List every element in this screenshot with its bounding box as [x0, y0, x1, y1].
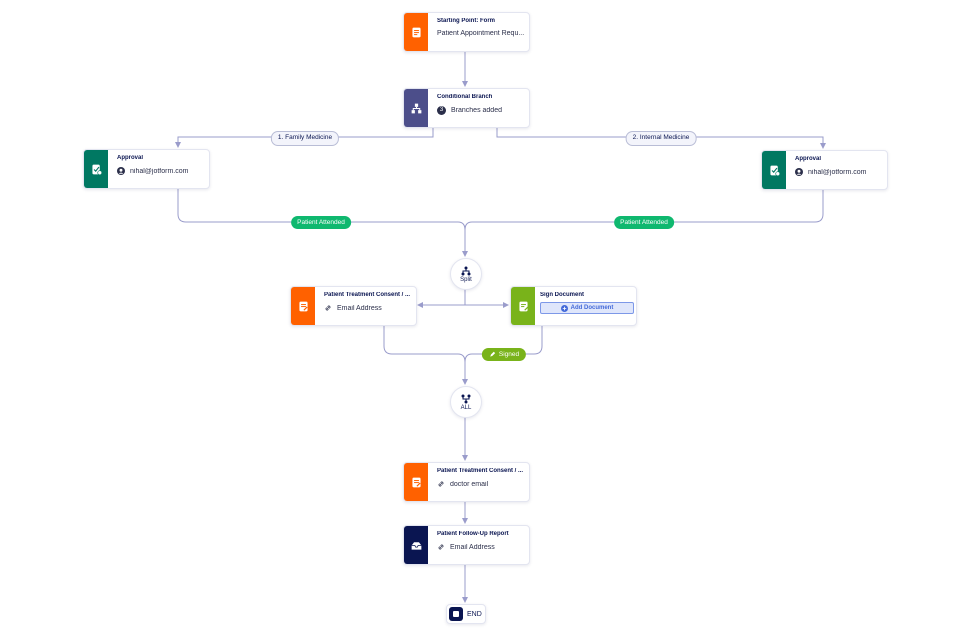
branch-label-internal-medicine[interactable]: 2. Internal Medicine — [625, 131, 697, 146]
user-icon — [795, 168, 803, 176]
stop-icon — [449, 607, 463, 621]
start-node-subtitle: Patient Appointment Requ... — [437, 30, 525, 37]
user-icon — [117, 167, 125, 175]
all-merge-node[interactable]: ALL — [450, 386, 482, 418]
plus-circle-icon — [560, 304, 568, 312]
edge-approval-right-merge — [464, 189, 824, 231]
link-icon — [325, 305, 331, 311]
condition-label-attended-left[interactable]: Patient Attended — [291, 216, 351, 229]
signed-label: Signed — [498, 351, 520, 358]
edge-split-consent — [417, 289, 466, 308]
consent-2-title: Patient Treatment Consent / ... — [437, 468, 524, 474]
report-icon — [404, 526, 428, 564]
edge-sign-all — [464, 326, 543, 363]
branch-node-title: Conditional Branch — [437, 94, 493, 100]
branch-label-family-medicine[interactable]: 1. Family Medicine — [270, 131, 340, 146]
condition-label-signed[interactable]: Signed — [481, 348, 527, 361]
approval-right-title: Approval — [795, 156, 822, 162]
approval-node-right[interactable]: Approval nihal@jotform.com — [761, 150, 888, 190]
branch-count-badge: 3 — [437, 106, 446, 115]
report-title: Patient Follow-Up Report — [437, 531, 509, 537]
branch-node-subtitle: Branches added — [451, 107, 502, 114]
approval-left-title: Approval — [117, 155, 144, 161]
add-document-button[interactable]: Add Document — [540, 302, 634, 314]
link-icon — [438, 481, 444, 487]
split-label: Split — [460, 276, 472, 283]
approval-icon — [762, 151, 786, 189]
patient-consent-node-2[interactable]: Patient Treatment Consent / ... doctor e… — [403, 462, 530, 502]
hierarchy-icon — [404, 89, 428, 127]
split-icon — [461, 266, 471, 275]
end-label: END — [467, 610, 482, 618]
all-label: ALL — [460, 404, 472, 411]
link-icon — [438, 544, 444, 550]
sign-document-title: Sign Document — [540, 292, 585, 298]
condition-label-attended-right[interactable]: Patient Attended — [614, 216, 674, 229]
approval-left-email: nihal@jotform.com — [130, 167, 189, 175]
report-subtitle: Email Address — [450, 543, 495, 551]
merge-icon — [461, 394, 471, 403]
start-node-title: Starting Point: Form — [437, 18, 495, 24]
form-icon — [404, 463, 428, 501]
consent-1-title: Patient Treatment Consent / ... — [324, 292, 411, 298]
approval-icon — [84, 150, 108, 188]
approval-right-email: nihal@jotform.com — [808, 168, 867, 176]
add-document-label: Add Document — [570, 305, 614, 311]
sign-document-node[interactable]: Sign Document Add Document — [510, 286, 637, 326]
edge-consent-all — [383, 326, 468, 385]
form-icon — [291, 287, 315, 325]
start-form-node[interactable]: Starting Point: Form Patient Appointment… — [403, 12, 530, 52]
consent-1-subtitle: Email Address — [337, 304, 382, 312]
patient-consent-node-1[interactable]: Patient Treatment Consent / ... Email Ad… — [290, 286, 417, 326]
consent-2-subtitle: doctor email — [450, 480, 489, 488]
end-node[interactable]: END — [446, 604, 486, 624]
sign-document-icon — [511, 287, 535, 325]
follow-up-report-node[interactable]: Patient Follow-Up Report Email Address — [403, 525, 530, 565]
pen-icon — [490, 351, 496, 357]
approval-node-left[interactable]: Approval nihal@jotform.com — [83, 149, 210, 189]
conditional-branch-node[interactable]: Conditional Branch 3 Branches added — [403, 88, 530, 128]
split-node[interactable]: Split — [450, 258, 482, 290]
form-icon — [404, 13, 428, 51]
